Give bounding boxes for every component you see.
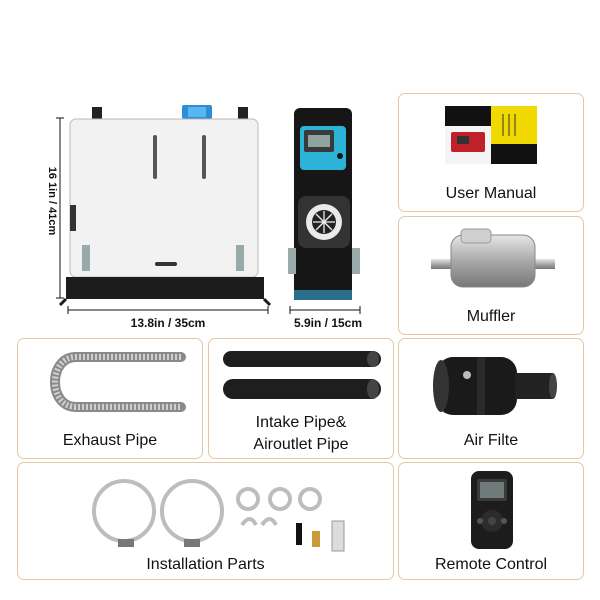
height-dimension-line — [56, 117, 64, 299]
intake-pipe-label-line1: Intake Pipe& — [255, 414, 347, 431]
depth-dimension-line — [289, 306, 361, 314]
width-dimension-label: 13.8in / 35cm — [130, 316, 206, 330]
heater-side-image — [288, 108, 360, 300]
installation-parts-image — [92, 479, 345, 552]
air-filter-label: Air Filte — [463, 432, 519, 449]
installation-parts-panel: Installation Parts — [17, 462, 394, 580]
intake-pipe-label-line2: Airoutlet Pipe — [253, 436, 349, 453]
exhaust-pipe-image — [50, 352, 186, 412]
installation-parts-label: Installation Parts — [146, 556, 265, 573]
exhaust-pipe-panel: Exhaust Pipe — [17, 338, 203, 459]
width-dimension-line — [67, 306, 269, 314]
heater-front-image — [58, 105, 272, 307]
remote-control-label: Remote Control — [434, 556, 548, 573]
muffler-image — [431, 228, 555, 288]
muffler-label: Muffler — [466, 308, 516, 325]
remote-control-image — [471, 471, 513, 549]
air-filter-panel: Air Filte — [398, 338, 584, 459]
muffler-panel: Muffler — [398, 216, 584, 335]
air-filter-image — [433, 357, 557, 415]
intake-pipe-image — [223, 351, 381, 399]
exhaust-pipe-label: Exhaust Pipe — [62, 432, 158, 449]
user-manual-panel: User Manual — [398, 93, 584, 212]
intake-pipe-panel: Intake Pipe& Airoutlet Pipe — [208, 338, 394, 459]
depth-dimension-label: 5.9in / 15cm — [293, 316, 363, 330]
user-manual-label: User Manual — [445, 185, 537, 202]
height-dimension-label: 16 1in / 41cm — [46, 166, 58, 236]
remote-control-panel: Remote Control — [398, 462, 584, 580]
user-manual-image — [445, 106, 537, 164]
